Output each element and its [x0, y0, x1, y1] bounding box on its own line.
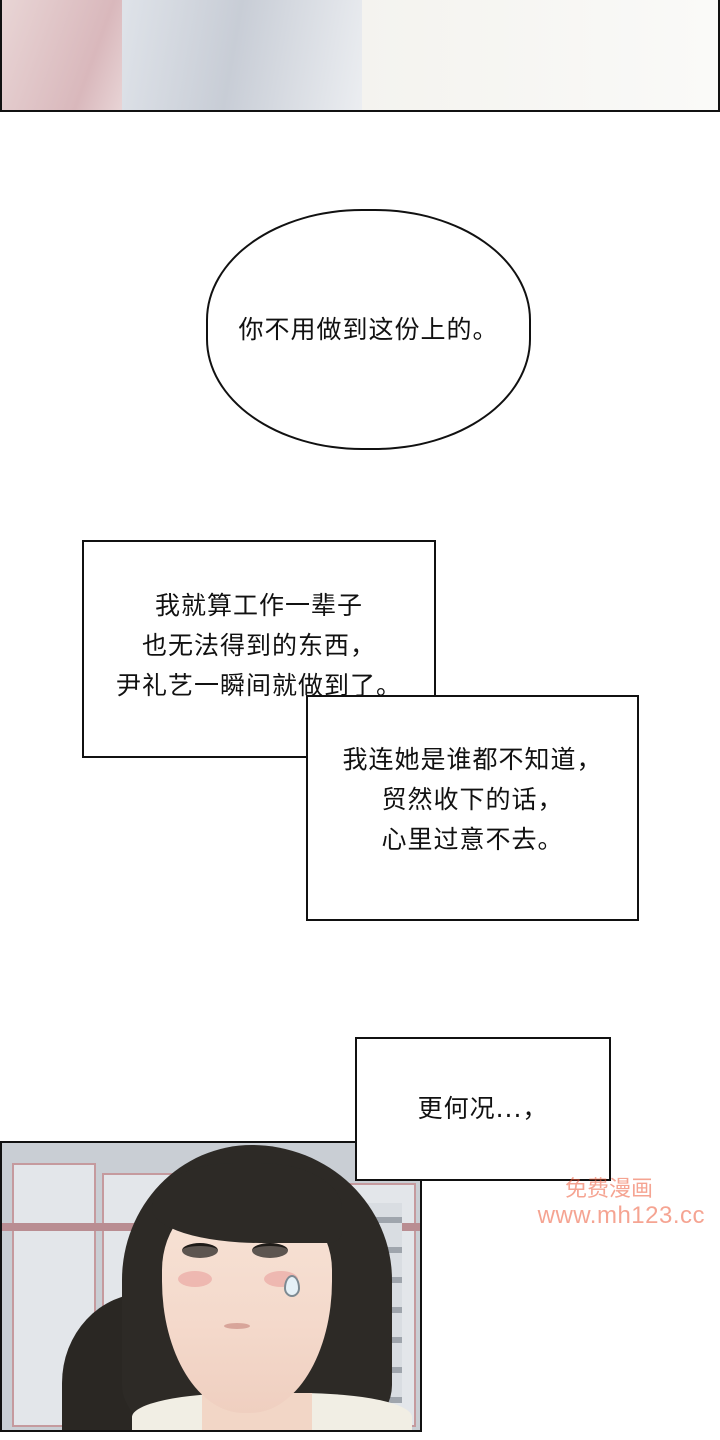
speech-bubble-text: 你不用做到这份上的。: [238, 314, 499, 344]
narration-line: 贸然收下的话，: [381, 785, 564, 814]
narration-box-3: 更何况...，: [355, 1037, 611, 1181]
artwork-fragment: [122, 0, 374, 110]
top-comic-panel: [0, 0, 720, 112]
artwork-fragment: [362, 0, 718, 110]
character-eye: [252, 1243, 288, 1258]
narration-line: 我就算工作一辈子: [154, 591, 363, 620]
watermark-title: 免费漫画: [564, 1176, 653, 1201]
watermark: 免费漫画 www.mh123.cc: [515, 1176, 705, 1230]
narration-line: 更何况...，: [417, 1094, 549, 1123]
narration-box-1: 我就算工作一辈子 也无法得到的东西， 尹礼艺一瞬间就做到了。: [82, 540, 436, 758]
character-mouth: [224, 1323, 250, 1329]
character-blush: [178, 1271, 212, 1287]
sweat-drop-icon: [284, 1275, 300, 1297]
narration-box-2: 我连她是谁都不知道， 贸然收下的话， 心里过意不去。: [306, 695, 639, 921]
character-comic-panel: [0, 1141, 422, 1432]
narration-line: 心里过意不去。: [381, 825, 564, 854]
watermark-url: www.mh123.cc: [537, 1202, 705, 1229]
narration-line: 也无法得到的东西，: [141, 631, 376, 660]
narration-line: 我连她是谁都不知道，: [342, 745, 603, 774]
character-eye: [182, 1243, 218, 1258]
character-bangs: [152, 1163, 342, 1243]
speech-bubble: 你不用做到这份上的。: [206, 209, 531, 450]
